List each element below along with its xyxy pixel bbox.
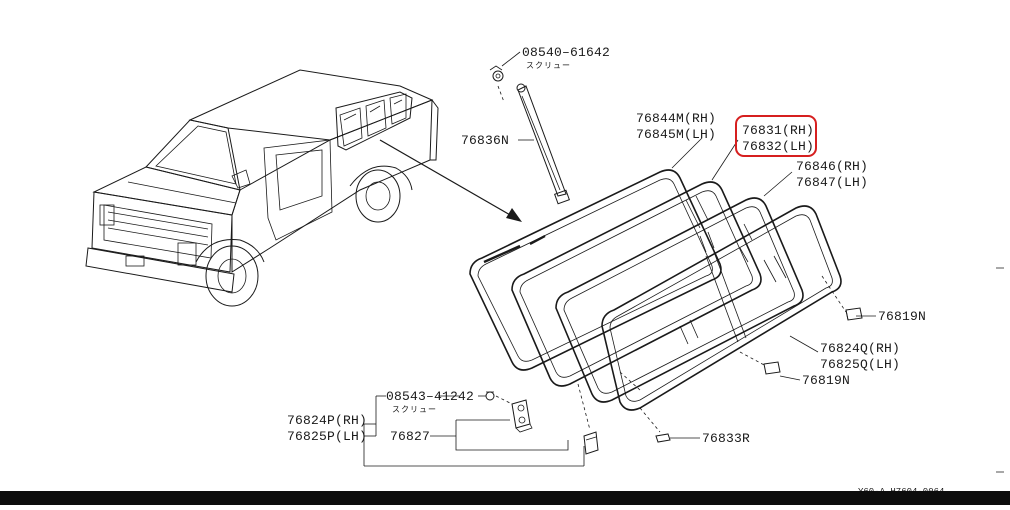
weatherstrip-rh: 76844M(RH) [636, 111, 716, 126]
guide-lines [495, 85, 847, 433]
hinge-rh: 76824P(RH) [287, 413, 367, 428]
highlight-box [735, 115, 817, 157]
clip-lower-number: 76819N [802, 373, 850, 388]
molding-lh: 76825Q(LH) [820, 357, 900, 372]
pointer-arrow [379, 139, 522, 222]
frame-lh: 76847(LH) [796, 175, 868, 190]
glass-lh: 76832(LH) [742, 139, 814, 154]
hinge-base-part [583, 431, 599, 455]
hinge-part [485, 391, 533, 433]
hinge-base-number: 76827 [390, 429, 430, 444]
leader-lines [363, 51, 876, 467]
frame-rh: 76846(RH) [796, 159, 868, 174]
stay-part [489, 65, 570, 205]
frame-part [555, 197, 804, 403]
screw-bottom-note: スクリュー [392, 405, 437, 415]
weatherstrip-part [469, 169, 722, 371]
clip-upper [845, 307, 863, 321]
screw-bottom-number: 08543–41242 [386, 389, 474, 404]
glass-panel-part [601, 205, 842, 411]
bottom-bar [0, 491, 1010, 505]
glass-part [511, 181, 762, 387]
vehicle-illustration [85, 69, 439, 307]
spacer-number: 76833R [702, 431, 750, 446]
screw-top-number: 08540–61642 [522, 45, 610, 60]
weatherstrip-lh: 76845M(LH) [636, 127, 716, 142]
stay-number: 76836N [461, 133, 509, 148]
glass-rh: 76831(RH) [742, 123, 814, 138]
hinge-lh: 76825P(LH) [287, 429, 367, 444]
molding-rh: 76824Q(RH) [820, 341, 900, 356]
clip-lower [763, 361, 781, 375]
clip-upper-number: 76819N [878, 309, 926, 324]
screw-top-note: スクリュー [526, 61, 571, 71]
edge-marks [996, 267, 1004, 473]
spacer-part [655, 433, 671, 443]
